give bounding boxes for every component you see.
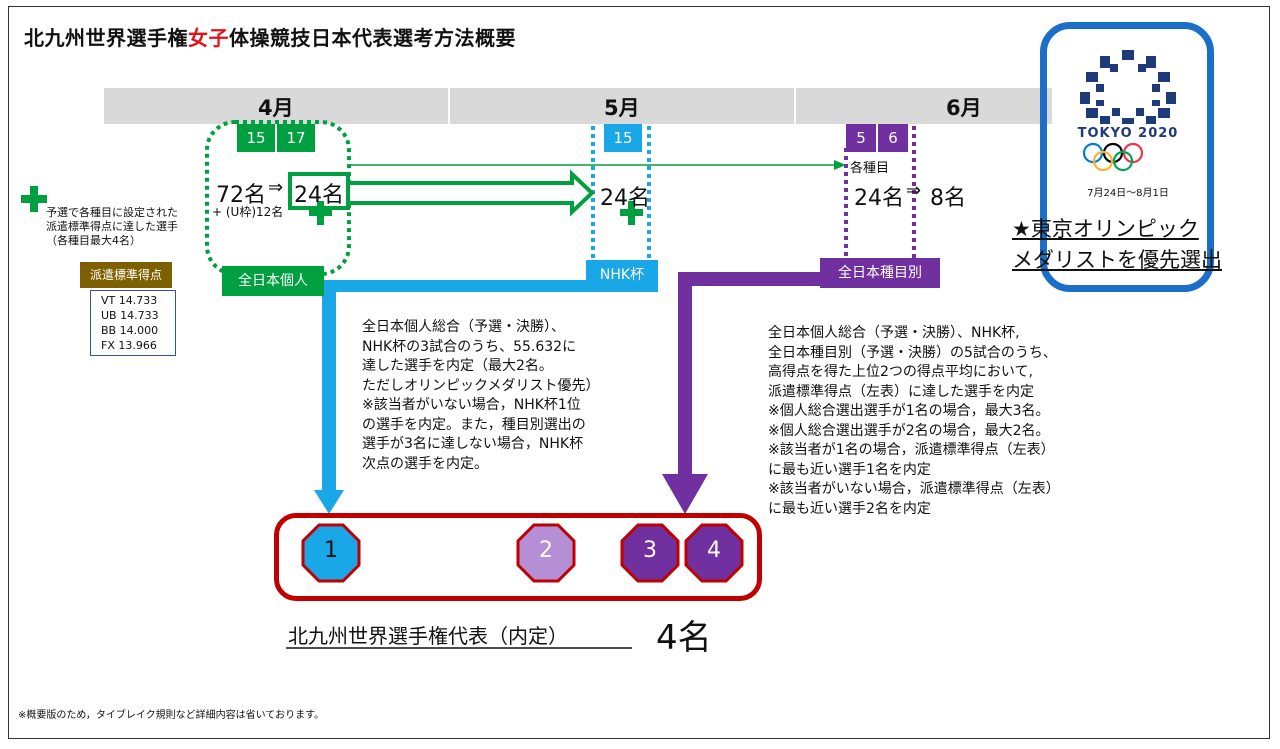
score-fx: FX 13.966 [101, 339, 157, 352]
april-u-note: + (U枠)12名 [212, 205, 284, 219]
label-nhk-cup: NHK杯 [586, 260, 658, 290]
date-june-5: 5 [846, 124, 876, 152]
left-note: 予選で各種目に設定された 派遣標準得点に達した選手 （各種目最大4名） [46, 206, 178, 248]
month-bar-june [796, 88, 1052, 124]
label-all-japan-individual: 全日本個人 [222, 266, 324, 296]
rep-number-1: 1 [324, 538, 338, 563]
standard-score-table: VT 14.733 UB 14.733 BB 14.000 FX 13.966 [90, 290, 176, 356]
hollow-green-arrow [346, 169, 595, 217]
june-event-note: 各種目 [850, 161, 890, 176]
plus-icon-april [309, 201, 332, 225]
representatives-count: 4名 [656, 618, 712, 658]
score-bb: BB 14.000 [101, 324, 159, 337]
left-note-line-3: （各種目最大4名） [46, 234, 141, 247]
tokyo-2020-dates: 7月24日～8月1日 [1087, 188, 1169, 199]
left-note-line-2: 派遣標準得点に達した選手 [46, 220, 178, 233]
representatives-label: 北九州世界選手権代表（内定） [288, 624, 568, 648]
title-part-2: 女子 [188, 26, 229, 50]
rep-octagon-3 [620, 523, 680, 583]
plus-icon-left [21, 186, 47, 212]
thin-green-arrow-head [834, 160, 846, 170]
score-ub: UB 14.733 [101, 309, 159, 322]
rep-octagon-2 [516, 523, 576, 583]
rep-number-2: 2 [539, 538, 553, 563]
standard-score-title: 派遣標準得点 [80, 262, 172, 288]
title-part-3: 体操競技日本代表選考方法概要 [229, 26, 516, 50]
tokyo-emblem-icon [1080, 50, 1176, 124]
footnote: ※概要版のため，タイブレイク規則など詳細内容は省いております。 [18, 710, 325, 721]
april-count-to: 24名 [294, 183, 344, 208]
rep-octagon-4 [684, 523, 744, 583]
left-note-line-1: 予選で各種目に設定された [46, 206, 178, 219]
june-count: 24名 [854, 186, 904, 211]
rep-octagon-1 [301, 523, 361, 583]
rep-number-3: 3 [643, 538, 657, 563]
date-june-6: 6 [878, 124, 908, 152]
month-bar-april [104, 88, 448, 124]
tokyo-2020-frame [1040, 22, 1214, 292]
representatives-box [274, 513, 762, 601]
month-bar-may [450, 88, 794, 124]
purple-arrow-head [662, 474, 708, 514]
tokyo-2020-text: TOKYO 2020 [1077, 126, 1179, 141]
month-label-may: 5月 [604, 96, 640, 120]
june-count-to: 8名 [930, 186, 966, 211]
selection-desc-left: 全日本個人総合（予選・決勝）、 NHK杯の3試合のうち、55.632に 達した選… [362, 319, 600, 472]
april-count-from: 72名 [216, 183, 266, 208]
olympic-medalist-priority-note: ★東京オリンピック メダリストを優先選出 [1012, 217, 1222, 272]
page-title: 北九州世界選手権女子体操競技日本代表選考方法概要 [24, 22, 516, 51]
label-all-japan-event: 全日本種目別 [820, 258, 940, 288]
plus-icon-may [620, 201, 643, 225]
may-count: 24名 [600, 186, 650, 211]
date-may-15: 15 [604, 124, 642, 152]
slide-frame [8, 6, 1270, 739]
selection-desc-right: 全日本個人総合（予選・決勝）、NHK杯, 全日本種目別（予選・決勝）の5試合のう… [768, 325, 1060, 517]
april-arrow-symbol: ⇒ [268, 177, 284, 198]
june-arrow-symbol: ⇒ [906, 180, 922, 201]
month-label-june: 6月 [946, 96, 982, 120]
date-april-15: 15 [237, 124, 275, 152]
rep-number-4: 4 [707, 538, 721, 563]
title-part-1: 北九州世界選手権 [24, 26, 188, 50]
cyan-arrow-head [314, 490, 344, 514]
date-april-17: 17 [277, 124, 315, 152]
month-label-april: 4月 [258, 96, 294, 120]
score-vt: VT 14.733 [101, 294, 158, 307]
olympic-rings-icon [1082, 142, 1144, 172]
